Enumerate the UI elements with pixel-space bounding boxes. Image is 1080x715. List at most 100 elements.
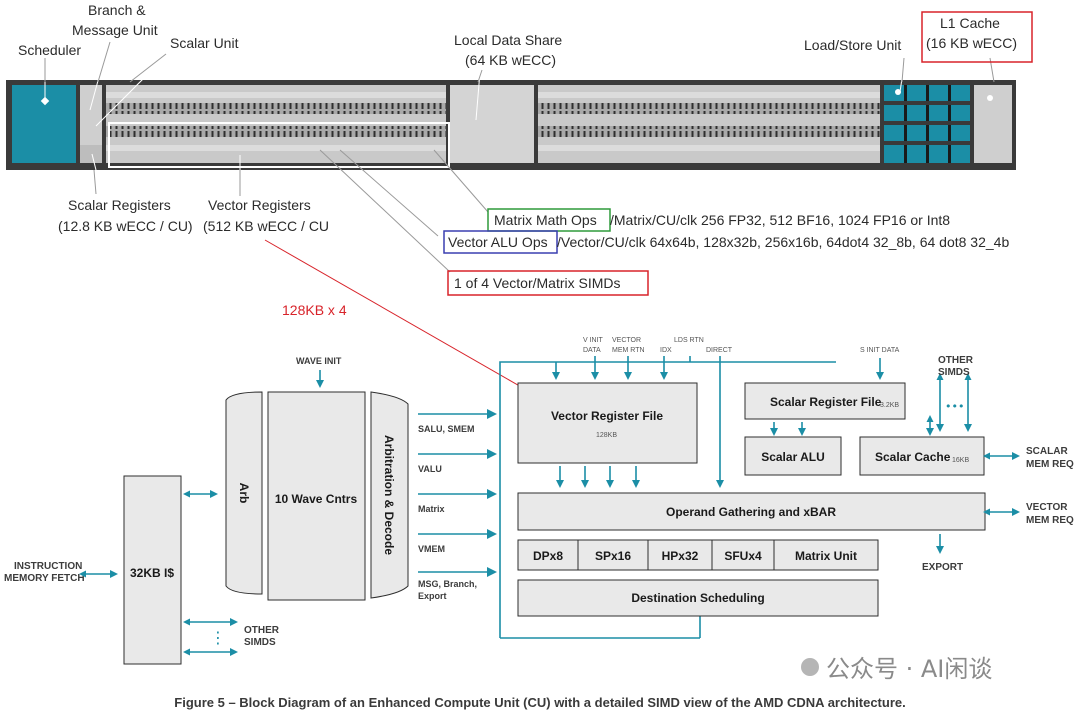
label-instr-2: MEMORY FETCH [4, 573, 85, 584]
die-stripe [538, 92, 880, 98]
label-spx16: SPx16 [595, 549, 631, 563]
local-data-share-block [450, 85, 534, 163]
label-other-simds-1: OTHER [244, 625, 280, 636]
icache-block [123, 475, 182, 665]
label-arb-decode: Arbitration & Decode [382, 435, 396, 555]
vector-ops-highlight [443, 230, 558, 254]
label-vector-regs-2: (512 KB wECC / CU [203, 218, 329, 234]
issue-arrows [418, 409, 497, 577]
label-vector-ops: Vector ALU Ops [448, 234, 548, 250]
label-other-simds-r1: OTHER [938, 355, 974, 366]
label-issue-msg-1: MSG, Branch, [418, 579, 477, 589]
label-issue-valu: VALU [418, 464, 442, 474]
label-wave-cntrs: 10 Wave Cntrs [275, 492, 358, 506]
label-scheduler: Scheduler [18, 42, 81, 58]
label-scalar-regs-1: Scalar Registers [68, 197, 171, 213]
label-vinit-1: V INIT [583, 337, 604, 344]
label-matrix-ops-rest: /Matrix/CU/clk 256 FP32, 512 BF16, 1024 … [610, 212, 950, 228]
load-store-l1-block [884, 85, 970, 163]
arbitration-decode-block [370, 391, 409, 599]
label-wave-init: WAVE INIT [296, 356, 342, 366]
vrf-output-arrows [556, 466, 640, 488]
operand-gathering-block [517, 492, 986, 531]
register-row-1 [106, 103, 446, 114]
die-pointer-lines-outside [44, 41, 995, 273]
label-simd: 1 of 4 Vector/Matrix SIMDs [454, 275, 621, 291]
label-vector-regs-1: Vector Registers [208, 197, 311, 213]
annotation-128kb: 128KB x 4 [282, 302, 347, 318]
label-load-store: Load/Store Unit [804, 37, 901, 53]
label-branch-1: Branch & [88, 2, 146, 18]
label-vector-ops-rest: /Vector/CU/clk 64x64b, 128x32b, 256x16b,… [557, 234, 1009, 250]
label-sinit: S INIT DATA [860, 347, 900, 354]
register-row-2 [106, 126, 446, 137]
label-issue-vmem: VMEM [418, 544, 445, 554]
label-matrix-ops: Matrix Math Ops [494, 212, 597, 228]
scalar-alu-block [744, 436, 842, 476]
label-scalar-mem-2: MEM REQ [1026, 459, 1074, 470]
register-row-4 [538, 126, 880, 137]
label-scalar-cache-size: 16KB [952, 457, 969, 464]
label-vector-mem-2: MEM REQ [1026, 515, 1074, 526]
watermark: 公众号 · AI闲谈 [826, 655, 992, 683]
scheduler-pointer-dot [40, 96, 50, 106]
l1-pointer-dot [987, 95, 993, 101]
label-other-simds-2: SIMDS [244, 637, 276, 648]
label-vmem-1: VECTOR [612, 337, 641, 344]
simd-label-highlight [447, 270, 649, 296]
figure-caption: Figure 5 – Block Diagram of an Enhanced … [174, 695, 905, 710]
branch-message-block [80, 85, 102, 163]
die-stripe [538, 145, 880, 151]
wave-cntrs-block [267, 391, 366, 601]
die-stripe [106, 92, 446, 98]
label-lds-2: (64 KB wECC) [465, 52, 556, 68]
wechat-icon [801, 658, 819, 676]
label-scalar-unit: Scalar Unit [170, 35, 239, 51]
label-vector-mem-1: VECTOR [1026, 502, 1068, 513]
ls-pointer-dot [895, 89, 901, 95]
label-issue-matrix: Matrix [418, 504, 445, 514]
label-dest-sched: Destination Scheduling [631, 591, 764, 605]
arb-block [225, 391, 263, 595]
label-scalar-alu: Scalar ALU [761, 450, 825, 464]
label-scalar-cache: Scalar Cache [875, 450, 951, 464]
vrf-block [517, 382, 698, 464]
label-scalar-regs-2: (12.8 KB wECC / CU) [58, 218, 193, 234]
cu-die-strip [6, 80, 1016, 170]
scalar-cache-block [859, 436, 985, 476]
l1-highlight-box [921, 11, 1033, 63]
scalar-registers-block [80, 145, 102, 163]
die-stripe [106, 145, 446, 151]
label-srf: Scalar Register File [770, 395, 882, 409]
register-row-3 [538, 103, 880, 114]
label-idx: IDX [660, 347, 672, 354]
label-arb: Arb [237, 483, 251, 504]
label-l1-2: (16 KB wECC) [926, 35, 1017, 51]
label-vmem-2: MEM RTN [612, 347, 645, 354]
label-vinit-2: DATA [583, 347, 601, 354]
vdots-left: ⋮ [210, 628, 226, 647]
label-operand: Operand Gathering and xBAR [666, 505, 836, 519]
simd-highlight-box [108, 122, 450, 168]
label-srf-size: 3.2KB [880, 402, 899, 409]
l1-cache-block [974, 85, 1012, 163]
label-lds-rtn: LDS RTN [674, 337, 704, 344]
label-issue-salu: SALU, SMEM [418, 424, 475, 434]
label-direct: DIRECT [706, 347, 733, 354]
label-matrix-unit: Matrix Unit [795, 549, 857, 563]
vrf-input-arrows [552, 356, 884, 488]
label-hpx32: HPx32 [662, 549, 699, 563]
label-icache: 32KB I$ [130, 566, 174, 580]
label-dpx8: DPx8 [533, 549, 563, 563]
label-instr-1: INSTRUCTION [14, 561, 82, 572]
label-branch-2: Message Unit [72, 22, 158, 38]
label-export: EXPORT [922, 562, 963, 573]
label-vrf-size: 128KB [596, 432, 617, 439]
srf-block [744, 382, 906, 420]
label-vrf: Vector Register File [551, 409, 663, 423]
label-other-simds-r2: SIMDS [938, 367, 970, 378]
dots-right: ••• [945, 400, 964, 413]
scheduler-block [12, 85, 76, 163]
simd-outline-top [499, 361, 836, 638]
